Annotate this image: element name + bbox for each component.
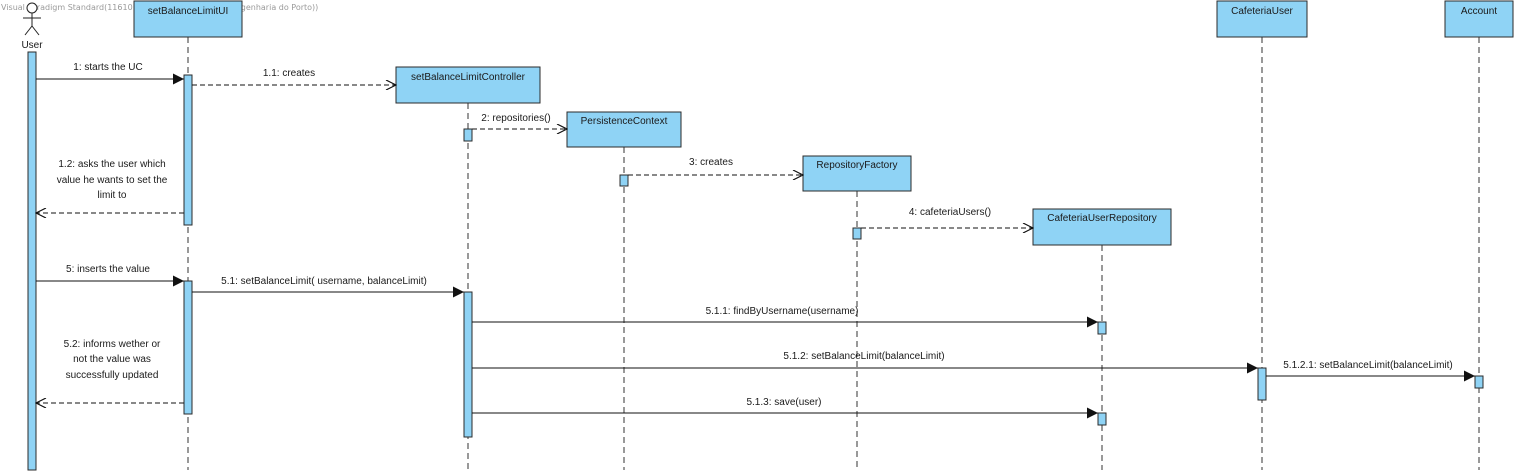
participant-persistence[interactable]: PersistenceContext [566, 111, 682, 148]
activation-repository-2 [1097, 412, 1107, 426]
svg-text:5.1.2.1: setBalanceLimit(balan: 5.1.2.1: setBalanceLimit(balanceLimit) [1283, 360, 1453, 371]
message-3: 3: creates [628, 157, 803, 175]
message-5-1-2-1: 5.1.2.1: setBalanceLimit(balanceLimit) [1266, 360, 1475, 382]
message-5-1-2: 5.1.2: setBalanceLimit(balanceLimit) [472, 351, 1258, 374]
svg-text:5.1.3: save(user): 5.1.3: save(user) [746, 397, 821, 408]
actor-right-leg [31, 25, 40, 36]
svg-text:1.1: creates: 1.1: creates [263, 68, 315, 79]
actor-head-icon [26, 2, 38, 14]
message-1-2: 1.2: asks the user which value he wants … [36, 159, 184, 213]
activation-ui-2 [183, 280, 193, 415]
activation-repository-1 [1097, 321, 1107, 335]
message-2: 2: repositories() [472, 113, 567, 129]
activation-account-1 [1474, 375, 1484, 389]
actor-user[interactable]: User [21, 2, 43, 51]
message-1-1: 1.1: creates [192, 68, 396, 85]
participant-persistence-label: PersistenceContext [581, 116, 668, 127]
message-5-1: 5.1: setBalanceLimit( username, balanceL… [192, 276, 464, 298]
participant-repository-label: CafeteriaUserRepository [1047, 213, 1157, 224]
svg-text:1.2: asks the user which: 1.2: asks the user which [58, 159, 165, 170]
message-5-1-3: 5.1.3: save(user) [472, 397, 1098, 419]
activation-controller-1 [463, 128, 473, 142]
participant-controller-label: setBalanceLimitController [411, 72, 526, 83]
svg-text:successfully updated: successfully updated [66, 370, 159, 381]
participant-cafeteria-user[interactable]: CafeteriaUser [1216, 0, 1308, 38]
activation-factory-1 [852, 227, 862, 240]
svg-text:4: cafeteriaUsers(): 4: cafeteriaUsers() [909, 207, 991, 218]
svg-text:limit to: limit to [98, 190, 127, 201]
message-4: 4: cafeteriaUsers() [861, 207, 1033, 228]
activation-cafeteria-user-1 [1257, 367, 1267, 401]
message-5: 5: inserts the value [36, 264, 184, 287]
svg-text:5.1.1: findByUsername(username: 5.1.1: findByUsername(username) [706, 306, 859, 317]
participant-account-label: Account [1461, 6, 1497, 17]
activation-controller-2 [463, 291, 473, 438]
message-1: 1: starts the UC [36, 62, 184, 85]
participant-cafeteria-user-label: CafeteriaUser [1231, 6, 1293, 17]
svg-text:5.2: informs wether or: 5.2: informs wether or [64, 339, 161, 350]
actor-left-leg [24, 25, 33, 36]
participant-ui[interactable]: setBalanceLimitUI [133, 0, 243, 38]
svg-text:3: creates: 3: creates [689, 157, 733, 168]
activation-ui-1 [183, 74, 193, 226]
actor-label: User [21, 40, 43, 51]
participant-controller[interactable]: setBalanceLimitController [395, 66, 541, 104]
message-5-1-1: 5.1.1: findByUsername(username) [472, 306, 1098, 328]
participant-account[interactable]: Account [1444, 0, 1514, 38]
activation-user [27, 51, 37, 471]
activation-persistence-1 [619, 174, 629, 187]
participant-ui-label: setBalanceLimitUI [148, 6, 229, 17]
participant-repository[interactable]: CafeteriaUserRepository [1032, 208, 1172, 246]
svg-text:2: repositories(): 2: repositories() [481, 113, 550, 124]
svg-text:5.1: setBalanceLimit( username: 5.1: setBalanceLimit( username, balanceL… [221, 276, 427, 287]
svg-text:not the value was: not the value was [73, 354, 151, 365]
svg-text:1: starts the UC: 1: starts the UC [73, 62, 142, 73]
participant-factory[interactable]: RepositoryFactory [802, 155, 912, 192]
svg-text:5.1.2: setBalanceLimit(balance: 5.1.2: setBalanceLimit(balanceLimit) [783, 351, 944, 362]
svg-text:5: inserts the value: 5: inserts the value [66, 264, 150, 275]
participant-factory-label: RepositoryFactory [816, 160, 897, 171]
svg-text:value he wants to set the: value he wants to set the [57, 175, 168, 186]
message-5-2: 5.2: informs wether or not the value was… [36, 339, 184, 403]
